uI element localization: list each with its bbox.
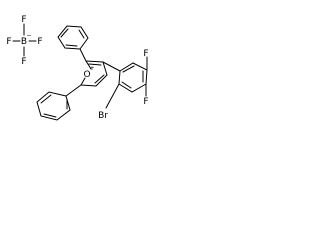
bond-o-c2	[85, 60, 92, 70]
phenyl-top-double-1	[78, 29, 85, 39]
phenyl-bottom-hexagon	[36, 91, 71, 121]
bond-c3-c4	[102, 61, 108, 76]
phenyl-bottom-double-1	[40, 94, 52, 104]
bond-c2-phenyl-top	[79, 48, 87, 62]
atom-oxygen: O	[83, 70, 90, 80]
bond-c5-c6	[80, 84, 97, 87]
aryl-double-1	[122, 65, 135, 73]
oxygen-charge: +	[89, 65, 94, 72]
phenyl-top-double-2	[60, 28, 69, 38]
bond-aryl-br	[105, 83, 120, 109]
bromo-difluorophenyl-ring	[102, 56, 148, 109]
phenyl-bottom-double-2	[43, 113, 57, 118]
bond-c6-o	[80, 77, 86, 86]
bond-c2-c3	[85, 60, 104, 63]
atom-fluorine-upper: F	[143, 49, 148, 59]
boron-charge: −	[26, 32, 31, 39]
bond-c4-c5	[95, 74, 108, 87]
molecule-drawing: F F B − F F O +	[6, 15, 148, 121]
phenyl-top-double-3	[65, 44, 78, 47]
atom-fluorine-lower: F	[143, 97, 148, 107]
bond-c4-c5-double	[94, 74, 105, 84]
bond-c4-aryl	[102, 61, 121, 72]
aryl-double-3	[121, 81, 132, 89]
atom-f-left: F	[6, 37, 11, 47]
atom-bromine: Br	[98, 111, 108, 121]
phenyl-ring-top	[57, 25, 89, 62]
pyrylium-ring: O +	[80, 60, 108, 87]
atom-f-bottom: F	[21, 57, 26, 67]
atom-boron: B	[21, 37, 27, 47]
phenyl-ring-bottom	[36, 84, 82, 121]
bond-c6-phenyl-bottom	[65, 84, 82, 97]
tetrafluoroborate-anion: F F B − F F	[6, 15, 42, 67]
atom-f-top: F	[21, 15, 26, 25]
bond-c2-c3-double	[88, 63, 102, 66]
chemical-structure: F F B − F F O +	[0, 0, 152, 152]
phenyl-top-hexagon	[57, 25, 89, 50]
atom-f-right: F	[37, 37, 42, 47]
